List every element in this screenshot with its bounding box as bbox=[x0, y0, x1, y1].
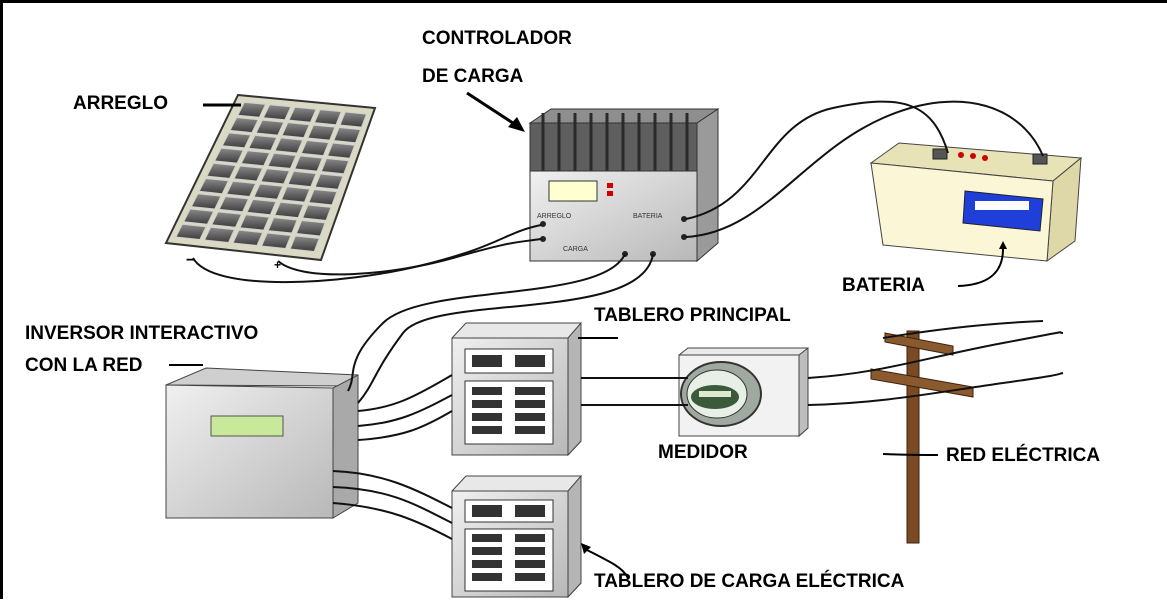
solar-panel: − + bbox=[164, 93, 377, 272]
solar-cell bbox=[293, 155, 324, 172]
label-red-electrica: RED ELÉCTRICA bbox=[946, 445, 1101, 466]
solar-cell bbox=[232, 229, 264, 247]
utility-pole bbox=[870, 330, 974, 544]
solar-cell bbox=[295, 219, 326, 237]
solar-cell bbox=[239, 214, 271, 231]
solar-cell bbox=[274, 201, 305, 219]
solar-cell bbox=[314, 173, 344, 190]
load-panel-board bbox=[451, 474, 582, 599]
solar-cell bbox=[308, 188, 338, 206]
inverter bbox=[165, 367, 359, 519]
label-bateria: BATERIA bbox=[842, 275, 926, 296]
solar-cell bbox=[262, 104, 292, 121]
solar-cell bbox=[240, 150, 271, 167]
controller-arreglo-terminal: ARREGLO bbox=[537, 213, 572, 220]
bateria-arrowhead bbox=[999, 241, 1007, 249]
solar-cell bbox=[246, 198, 277, 216]
solar-cell bbox=[255, 119, 285, 136]
solar-cell bbox=[339, 111, 368, 128]
solar-cell bbox=[281, 122, 311, 139]
solar-cell bbox=[307, 124, 336, 141]
carga-arrowhead bbox=[581, 543, 591, 554]
solar-cell bbox=[237, 101, 267, 118]
solar-cell bbox=[182, 208, 215, 225]
battery bbox=[869, 142, 1083, 263]
solar-cell bbox=[313, 109, 343, 126]
wires bbox=[192, 100, 1064, 540]
label-medidor: MEDIDOR bbox=[658, 442, 748, 463]
controller-bateria-terminal: BATERIA bbox=[633, 213, 663, 220]
diagram-canvas: − + ARREGLO BATERIA CARGA bbox=[164, 91, 1083, 599]
solar-cell bbox=[300, 139, 330, 157]
solar-cell bbox=[247, 134, 278, 151]
solar-cell bbox=[301, 204, 332, 221]
solar-cell bbox=[175, 223, 207, 241]
solar-cell bbox=[221, 132, 252, 149]
solar-cell bbox=[287, 170, 317, 188]
electric-meter bbox=[678, 346, 809, 438]
solar-cell bbox=[260, 232, 292, 250]
solar-cell bbox=[288, 106, 317, 123]
label-inversor-line2: CON LA RED bbox=[25, 355, 143, 376]
solar-cell bbox=[211, 211, 243, 228]
solar-cell bbox=[289, 235, 320, 253]
solar-cell bbox=[326, 142, 356, 159]
solar-cell bbox=[229, 117, 259, 134]
solar-cell bbox=[233, 165, 264, 182]
solar-cell bbox=[274, 137, 304, 154]
solar-cell bbox=[206, 162, 237, 179]
label-controlador-line1: CONTROLADOR bbox=[422, 28, 572, 49]
label-tablero-principal: TABLERO PRINCIPAL bbox=[594, 305, 791, 326]
solar-cell bbox=[225, 180, 257, 198]
solar-cell bbox=[267, 152, 297, 169]
label-controlador-line2: DE CARGA bbox=[422, 66, 524, 87]
solar-cell bbox=[260, 168, 291, 185]
solar-cell bbox=[320, 157, 350, 175]
solar-cell bbox=[213, 147, 245, 164]
charge-controller: ARREGLO BATERIA CARGA bbox=[528, 108, 720, 263]
solar-cell bbox=[203, 226, 236, 244]
leader-lines-thin bbox=[169, 248, 1004, 579]
label-arreglo: ARREGLO bbox=[73, 93, 168, 114]
label-tablero-carga: TABLERO DE CARGA ELÉCTRICA bbox=[594, 571, 905, 592]
leader-lines bbox=[203, 91, 525, 132]
controller-carga-terminal: CARGA bbox=[563, 246, 588, 253]
solar-cell bbox=[218, 196, 250, 213]
solar-cell bbox=[198, 177, 230, 195]
label-inversor-line1: INVERSOR INTERACTIVO bbox=[25, 323, 259, 344]
solar-cell bbox=[333, 126, 362, 144]
solar-cell bbox=[280, 186, 311, 203]
main-panel-board bbox=[451, 321, 582, 457]
svg-text:−: − bbox=[186, 252, 195, 269]
svg-text:+: + bbox=[274, 258, 281, 272]
solar-cell bbox=[253, 183, 284, 200]
solar-cell bbox=[267, 217, 298, 234]
solar-cell bbox=[190, 193, 222, 210]
